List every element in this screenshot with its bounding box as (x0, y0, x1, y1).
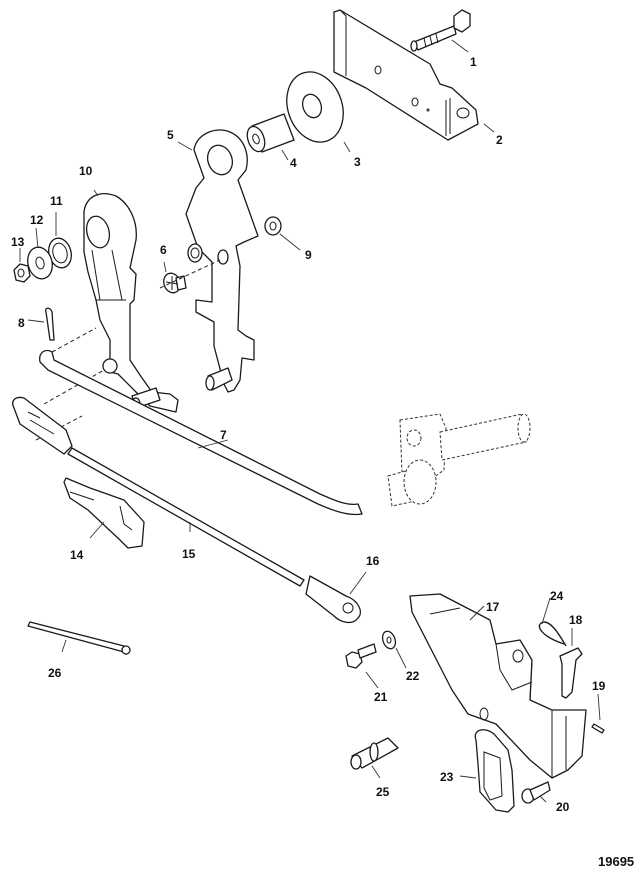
callout-22: 22 (406, 669, 420, 683)
part-10-shift-lever (83, 193, 179, 413)
leader-lines (19, 39, 601, 803)
part-23-cable-retainer (474, 729, 515, 813)
callout-2: 2 (496, 133, 503, 147)
callout-20: 20 (556, 800, 570, 814)
part-6-screw (163, 272, 187, 294)
part-2-mounting-bracket (333, 9, 479, 141)
callout-19: 19 (592, 679, 606, 693)
part-25-stud (350, 737, 399, 770)
part-1-bolt (410, 9, 471, 52)
callout-9: 9 (305, 248, 312, 262)
part-26-cable-tie (27, 621, 131, 655)
callout-15: 15 (182, 547, 196, 561)
callout-18: 18 (569, 613, 583, 627)
callout-labels: 1 2 3 4 5 6 7 8 9 10 11 12 13 14 15 16 1… (11, 55, 634, 869)
callout-11: 11 (50, 194, 63, 208)
part-8-cotter-pin (44, 307, 55, 341)
callout-5: 5 (167, 128, 174, 142)
callout-6: 6 (160, 243, 167, 257)
part-4-spacer-bushing (246, 113, 295, 153)
callout-26: 26 (48, 666, 62, 680)
callout-17: 17 (486, 600, 500, 614)
part-13-lock-nut (13, 263, 31, 283)
callout-21: 21 (374, 690, 388, 704)
callout-16: 16 (366, 554, 380, 568)
callout-14: 14 (70, 548, 84, 562)
callout-3: 3 (354, 155, 361, 169)
part-17-cable-anchor-bracket (409, 593, 587, 779)
part-24-hair-pin-clip (538, 621, 567, 647)
part-9-small-washer (264, 216, 282, 236)
part-21-bolt (345, 643, 377, 669)
part-19-roll-pin (591, 723, 605, 734)
callout-7: 7 (220, 428, 227, 442)
part-7-shift-rod (39, 349, 363, 516)
part-16-rod-end (305, 575, 361, 624)
figure-id: 19695 (598, 854, 634, 869)
part-15-link-rod (12, 396, 305, 587)
part-12-flat-washer (27, 246, 53, 280)
callout-4: 4 (290, 156, 297, 170)
part-20-screw (521, 781, 551, 804)
callout-13: 13 (11, 235, 25, 249)
shift-shaft-assembly-ghost (387, 413, 531, 507)
part-18-latch (559, 647, 583, 699)
callout-25: 25 (376, 785, 390, 799)
callout-10: 10 (79, 164, 93, 178)
part-14-cable-clip (63, 477, 145, 549)
callout-12: 12 (30, 213, 44, 227)
callout-8: 8 (18, 316, 25, 330)
callout-23: 23 (440, 770, 454, 784)
callout-24: 24 (550, 589, 564, 603)
part-5-throttle-lever (185, 129, 259, 393)
callout-1: 1 (470, 55, 477, 69)
part-3-large-washer (286, 71, 344, 143)
part-22-washer (381, 630, 397, 650)
